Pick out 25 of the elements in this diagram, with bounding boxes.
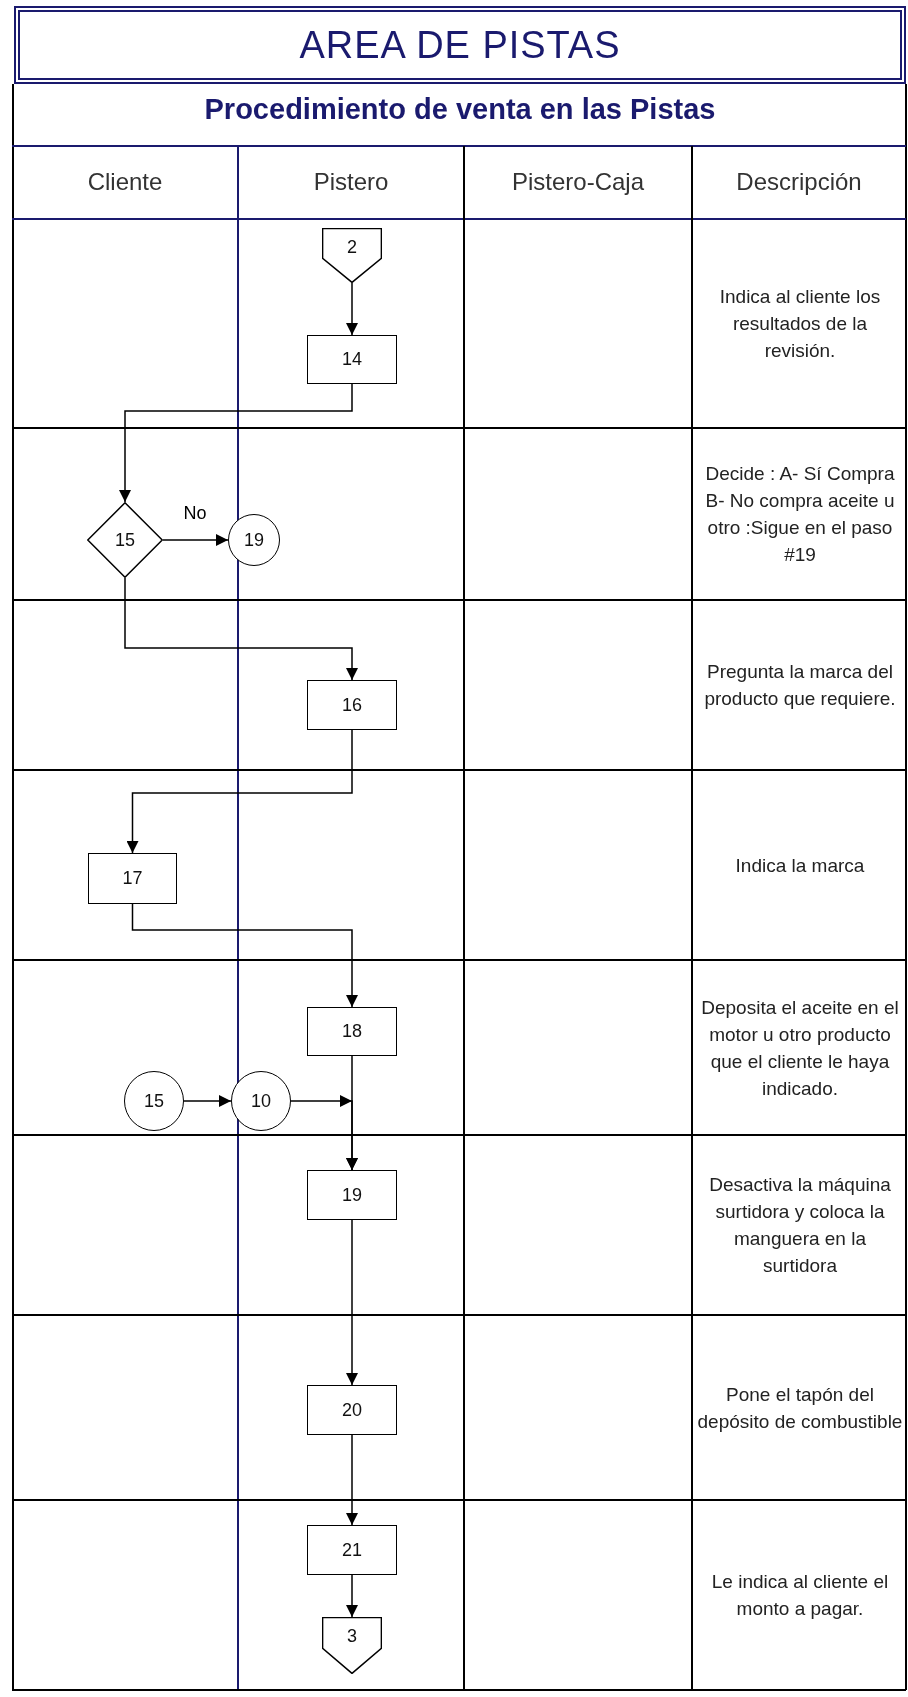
- off-page-connector: 3: [322, 1617, 382, 1674]
- column-header: Pistero-Caja: [510, 167, 645, 197]
- title-banner: AREA DE PISTAS: [14, 6, 906, 84]
- column-header: Cliente: [86, 167, 164, 197]
- process-box: 18: [307, 1007, 397, 1056]
- step-description: Le indica al cliente el monto a pagar.: [710, 1570, 890, 1621]
- step-description: Decide : A- Sí Compra B- No compra aceite u otro :Sigue en el paso #19: [704, 462, 896, 567]
- step-description: Pregunta la marca del producto que requiere.: [703, 660, 897, 711]
- process-box: 14: [307, 335, 397, 384]
- step-description: Deposita el aceite en el motor u otro producto que el cliente le haya indicado.: [700, 995, 900, 1101]
- step-description: Desactiva la máquina surtidora y coloca la manguera en la surtidora: [708, 1173, 892, 1278]
- process-box: 20: [307, 1385, 397, 1435]
- process-box: 21: [307, 1525, 397, 1575]
- process-box: 16: [307, 680, 397, 730]
- decision-diamond: 15: [87, 502, 163, 578]
- off-page-connector: 2: [322, 228, 382, 283]
- column-header: Pistero: [312, 167, 390, 197]
- step-description: Indica al cliente los resultados de la revisión.: [718, 285, 882, 363]
- subtitle: Procedimiento de venta en las Pistas: [203, 92, 717, 127]
- edge-label: No: [182, 504, 208, 522]
- column-header: Descripción: [735, 167, 863, 197]
- process-box: 19: [307, 1170, 397, 1220]
- step-description: Indica la marca: [734, 853, 866, 878]
- process-box: 17: [88, 853, 177, 904]
- step-description: Pone el tapón del depósito de combustible: [696, 1382, 904, 1434]
